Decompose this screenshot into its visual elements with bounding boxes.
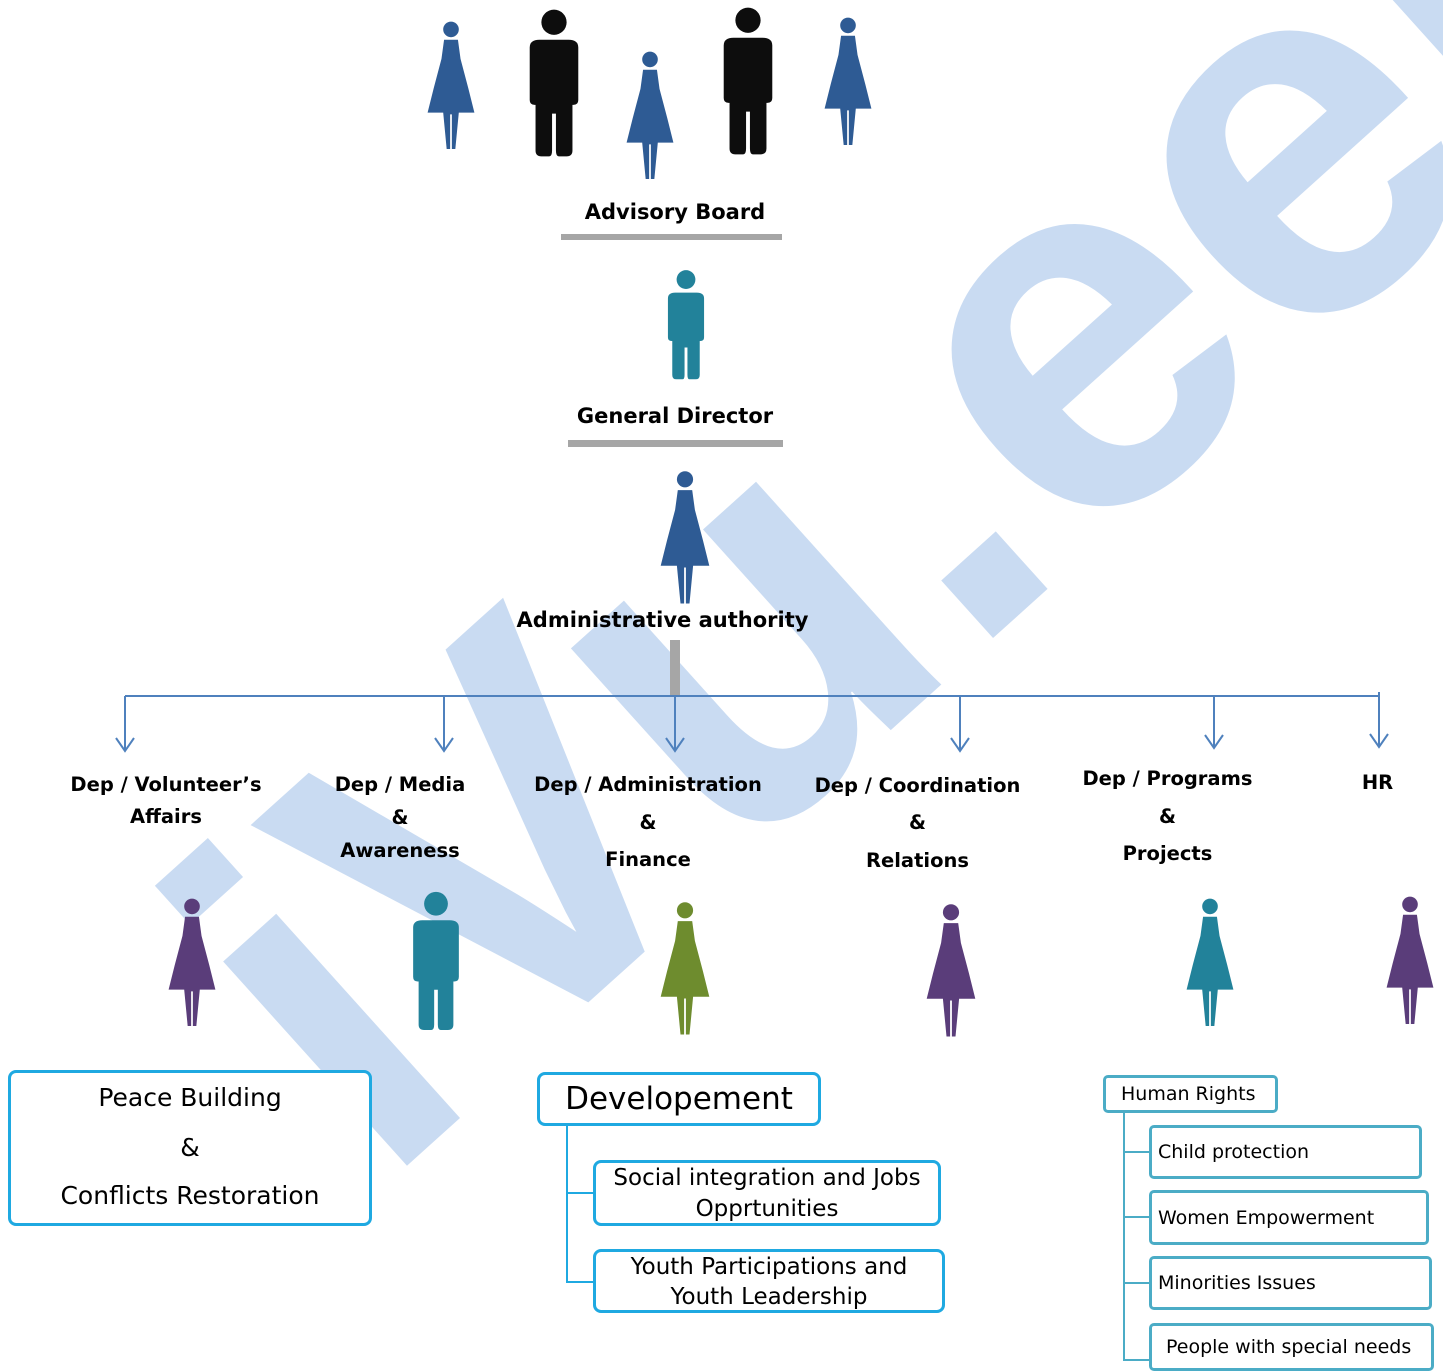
dept-line: Dep / Coordination: [814, 774, 1021, 797]
general-director-underline: [568, 440, 783, 447]
advisory-board-label: Advisory Board: [584, 200, 766, 224]
development-item: Youth Participations and Youth Leadershi…: [593, 1249, 945, 1313]
man-icon: [520, 6, 588, 158]
dept-line: HR: [1361, 771, 1394, 794]
human-rights-item-label: Child protection: [1158, 1141, 1310, 1163]
man-icon: [660, 268, 712, 380]
peace-line-3: Conflicts Restoration: [60, 1181, 320, 1210]
dept-volunteers-affairs: Dep / Volunteer’s Affairs: [50, 773, 282, 843]
human-rights-item-label: Minorities Issues: [1158, 1272, 1316, 1294]
human-rights-item: Child protection: [1149, 1125, 1422, 1179]
advisory-board-underline: [561, 234, 782, 240]
dept-administration-finance: Dep / Administration & Finance: [520, 773, 776, 883]
dept-line: &: [639, 811, 657, 834]
dept-line: Awareness: [340, 839, 460, 862]
administrative-authority-label: Administrative authority: [516, 608, 809, 632]
woman-icon: [1184, 890, 1236, 1032]
human-rights-item: Minorities Issues: [1149, 1256, 1432, 1310]
human-rights-item-label: Women Empowerment: [1158, 1206, 1375, 1229]
woman-icon: [924, 898, 978, 1040]
dept-line: &: [391, 806, 409, 829]
human-rights-item: People with special needs: [1149, 1323, 1434, 1371]
development-item-line: Youth Participations and: [630, 1254, 908, 1280]
dept-line: Finance: [605, 848, 691, 871]
peace-building-box: Peace Building & Conflicts Restoration: [8, 1070, 372, 1226]
dept-line: &: [1158, 805, 1176, 828]
man-icon: [714, 4, 782, 156]
woman-icon: [658, 466, 712, 606]
development-item-line: Opprtunities: [695, 1196, 839, 1222]
dept-line: &: [908, 811, 926, 834]
dept-line: Dep / Programs: [1082, 767, 1253, 790]
human-rights-title: Human Rights: [1121, 1083, 1256, 1105]
peace-line-1: Peace Building: [98, 1083, 282, 1112]
dept-line: Dep / Volunteer’s: [70, 773, 262, 796]
woman-icon: [658, 896, 712, 1038]
dept-line: Dep / Media: [334, 773, 466, 796]
dept-coordination-relations: Dep / Coordination & Relations: [800, 774, 1035, 884]
dept-line: Dep / Administration: [534, 773, 762, 796]
development-title-box: Developement: [537, 1072, 821, 1126]
human-rights-item-label: People with special needs: [1166, 1336, 1412, 1358]
dept-hr: HR: [1340, 771, 1415, 801]
development-item-line: Youth Leadership: [670, 1284, 868, 1310]
man-icon: [404, 884, 468, 1036]
dept-media-awareness: Dep / Media & Awareness: [300, 773, 500, 873]
dept-line: Relations: [866, 849, 969, 872]
human-rights-item: Women Empowerment: [1149, 1190, 1429, 1245]
human-rights-title-box: Human Rights: [1103, 1075, 1278, 1113]
woman-icon: [166, 890, 218, 1032]
connector-bar: [670, 640, 680, 696]
development-item: Social integration and Jobs Opprtunities: [593, 1160, 941, 1226]
woman-icon: [1384, 888, 1436, 1030]
peace-line-2: &: [180, 1133, 200, 1162]
general-director-label: General Director: [576, 404, 774, 428]
woman-icon: [425, 14, 477, 154]
dept-line: Projects: [1122, 842, 1213, 865]
woman-icon: [624, 44, 676, 184]
woman-icon: [822, 10, 874, 150]
development-title: Developement: [565, 1081, 793, 1117]
development-item-line: Social integration and Jobs: [613, 1165, 921, 1191]
dept-programs-projects: Dep / Programs & Projects: [1065, 767, 1270, 877]
dept-line: Affairs: [130, 805, 202, 828]
